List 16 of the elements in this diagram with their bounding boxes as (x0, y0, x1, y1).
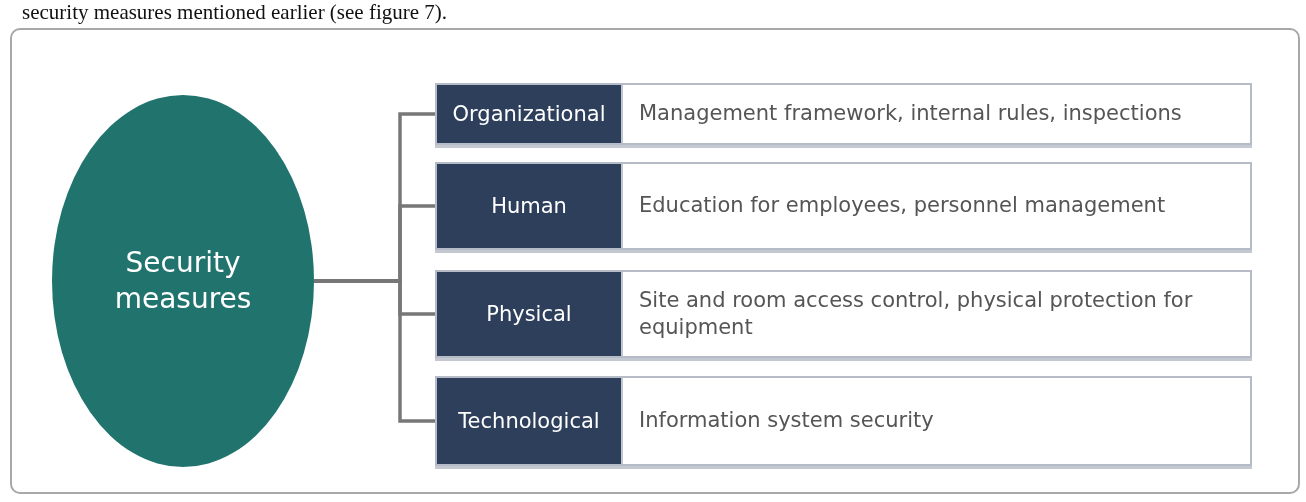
body-text: security measures mentioned earlier (see figure 7). (22, 0, 448, 25)
measure-row (435, 376, 1252, 466)
measures-ellipse (52, 95, 314, 467)
description-text: Management framework, internal rules, inspections (621, 85, 1250, 143)
category-label: Human (437, 164, 621, 248)
connector-line (314, 279, 435, 423)
category-label: Physical (437, 272, 621, 356)
category-label: Technological (437, 378, 621, 464)
measure-row (435, 162, 1252, 250)
measure-row (435, 270, 1252, 358)
description-text: Education for employees, personnel management (621, 164, 1250, 248)
description-text: Information system security (621, 378, 1250, 464)
ellipse-label: Security measures (113, 244, 253, 317)
category-label: Organizational (437, 85, 621, 143)
description-text: Site and room access control, physical protection for equipment (621, 272, 1250, 356)
measure-row (435, 83, 1252, 145)
